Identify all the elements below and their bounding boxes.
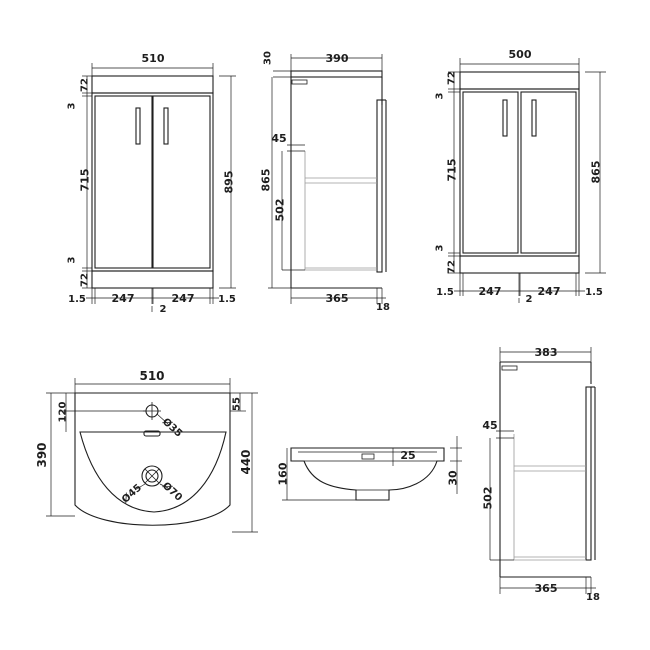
side-height-label: 865 bbox=[260, 169, 273, 192]
basin-tap-offset-label: 120 bbox=[58, 402, 69, 423]
front-gap-top-label: 3 bbox=[67, 102, 78, 109]
front-plinth-label: 72 bbox=[80, 273, 91, 287]
carcass-door-depth-label: 18 bbox=[586, 592, 600, 603]
front-height-label: 895 bbox=[223, 171, 236, 194]
cabinet-door-left-label: 247 bbox=[479, 285, 502, 298]
side-body-depth-label: 365 bbox=[326, 292, 349, 305]
cabinet-door-right-label: 247 bbox=[538, 285, 561, 298]
section-overflow bbox=[361, 453, 375, 460]
front-left-handle bbox=[135, 107, 141, 145]
front-door-left-label: 247 bbox=[112, 292, 135, 305]
front-edge-right-label: 1.5 bbox=[218, 294, 236, 305]
basin-overall-depth-label: 440 bbox=[239, 449, 253, 474]
front-width-label: 510 bbox=[142, 52, 165, 65]
front-right-handle bbox=[163, 107, 169, 145]
waste-outer bbox=[141, 465, 163, 487]
front-gap-bottom-label: 3 bbox=[67, 256, 78, 263]
side-top-label: 30 bbox=[263, 51, 274, 65]
carcass-side-view: 383 45 502 365 18 bbox=[482, 346, 600, 603]
cabinet-height-label: 865 bbox=[590, 161, 603, 184]
front-doors-label: 715 bbox=[79, 169, 92, 192]
cabinet-edge-left-label: 1.5 bbox=[436, 287, 454, 298]
basin-waste-inner-label: Ø45 bbox=[119, 482, 144, 506]
basin-plan-view: 510 390 120 55 440 Ø35 Ø45 Ø70 bbox=[35, 369, 258, 533]
front-center-gap-label: 2 bbox=[160, 304, 167, 315]
side-shelf-offset-label: 45 bbox=[271, 132, 286, 145]
basin-width-label: 510 bbox=[139, 369, 164, 383]
carcass-shelf-height-label: 502 bbox=[482, 487, 495, 510]
basin-section-view: 160 25 30 bbox=[277, 436, 462, 501]
cabinet-edge-right-label: 1.5 bbox=[585, 287, 603, 298]
side-view: 390 30 865 45 502 365 18 bbox=[260, 51, 390, 313]
basin-waste-outer-label: Ø70 bbox=[160, 480, 185, 504]
basin-back-offset-label: 55 bbox=[232, 397, 243, 411]
front-view: 510 895 72 3 715 3 72 1.5 247 247 1.5 2 bbox=[67, 52, 236, 315]
cabinet-gap-bottom-label: 3 bbox=[435, 244, 446, 251]
cabinet-center-gap-label: 2 bbox=[526, 294, 533, 305]
cabinet-front-view: 500 865 72 3 715 3 72 1.5 247 247 1.5 2 bbox=[435, 48, 606, 305]
side-shelf-height-label: 502 bbox=[274, 199, 287, 222]
cabinet-width-label: 500 bbox=[509, 48, 532, 61]
bowl-depth-label: 160 bbox=[277, 462, 290, 485]
cabinet-left-handle bbox=[502, 99, 508, 137]
carcass-depth-label: 383 bbox=[535, 346, 558, 359]
basin-depth-label: 390 bbox=[35, 442, 49, 467]
front-top-label: 72 bbox=[80, 78, 91, 92]
cabinet-gap-top-label: 3 bbox=[435, 92, 446, 99]
side-door-depth-label: 18 bbox=[376, 302, 390, 313]
cabinet-right-handle bbox=[531, 99, 537, 137]
front-edge-left-label: 1.5 bbox=[68, 294, 86, 305]
cabinet-top-label: 72 bbox=[447, 71, 458, 85]
bowl-rim-label: 30 bbox=[447, 470, 460, 486]
side-depth-label: 390 bbox=[326, 52, 349, 65]
front-door-right-label: 247 bbox=[172, 292, 195, 305]
carcass-body-depth-label: 365 bbox=[535, 582, 558, 595]
carcass-shelf-offset-label: 45 bbox=[482, 419, 497, 432]
bowl-overflow-label: 25 bbox=[400, 449, 415, 462]
cabinet-plinth-label: 72 bbox=[447, 260, 458, 274]
basin-tap-hole-label: Ø35 bbox=[160, 416, 185, 440]
waste-inner bbox=[145, 469, 159, 483]
cabinet-doors-label: 715 bbox=[446, 159, 459, 182]
